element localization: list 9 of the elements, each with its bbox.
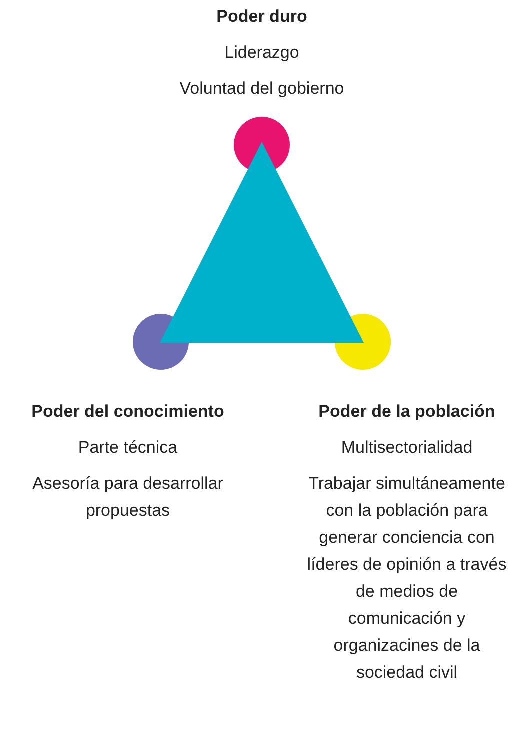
text: Multisectorialidad — [340, 437, 474, 459]
heading: Poder duro — [216, 6, 308, 28]
text: Parte técnica — [77, 437, 179, 459]
text: Liderazgo — [224, 42, 300, 64]
text: Voluntad del gobierno — [178, 78, 346, 100]
heading: Poder de la población — [318, 401, 496, 423]
text: Asesoría para desarrollar propuestas — [32, 473, 224, 522]
text: Trabajar simultáneamente con la población para generar conciencia con líderes de opinión a través de medios de comunicación y organizacines de la sociedad civil — [306, 473, 508, 684]
heading: Poder del conocimiento — [30, 401, 226, 423]
